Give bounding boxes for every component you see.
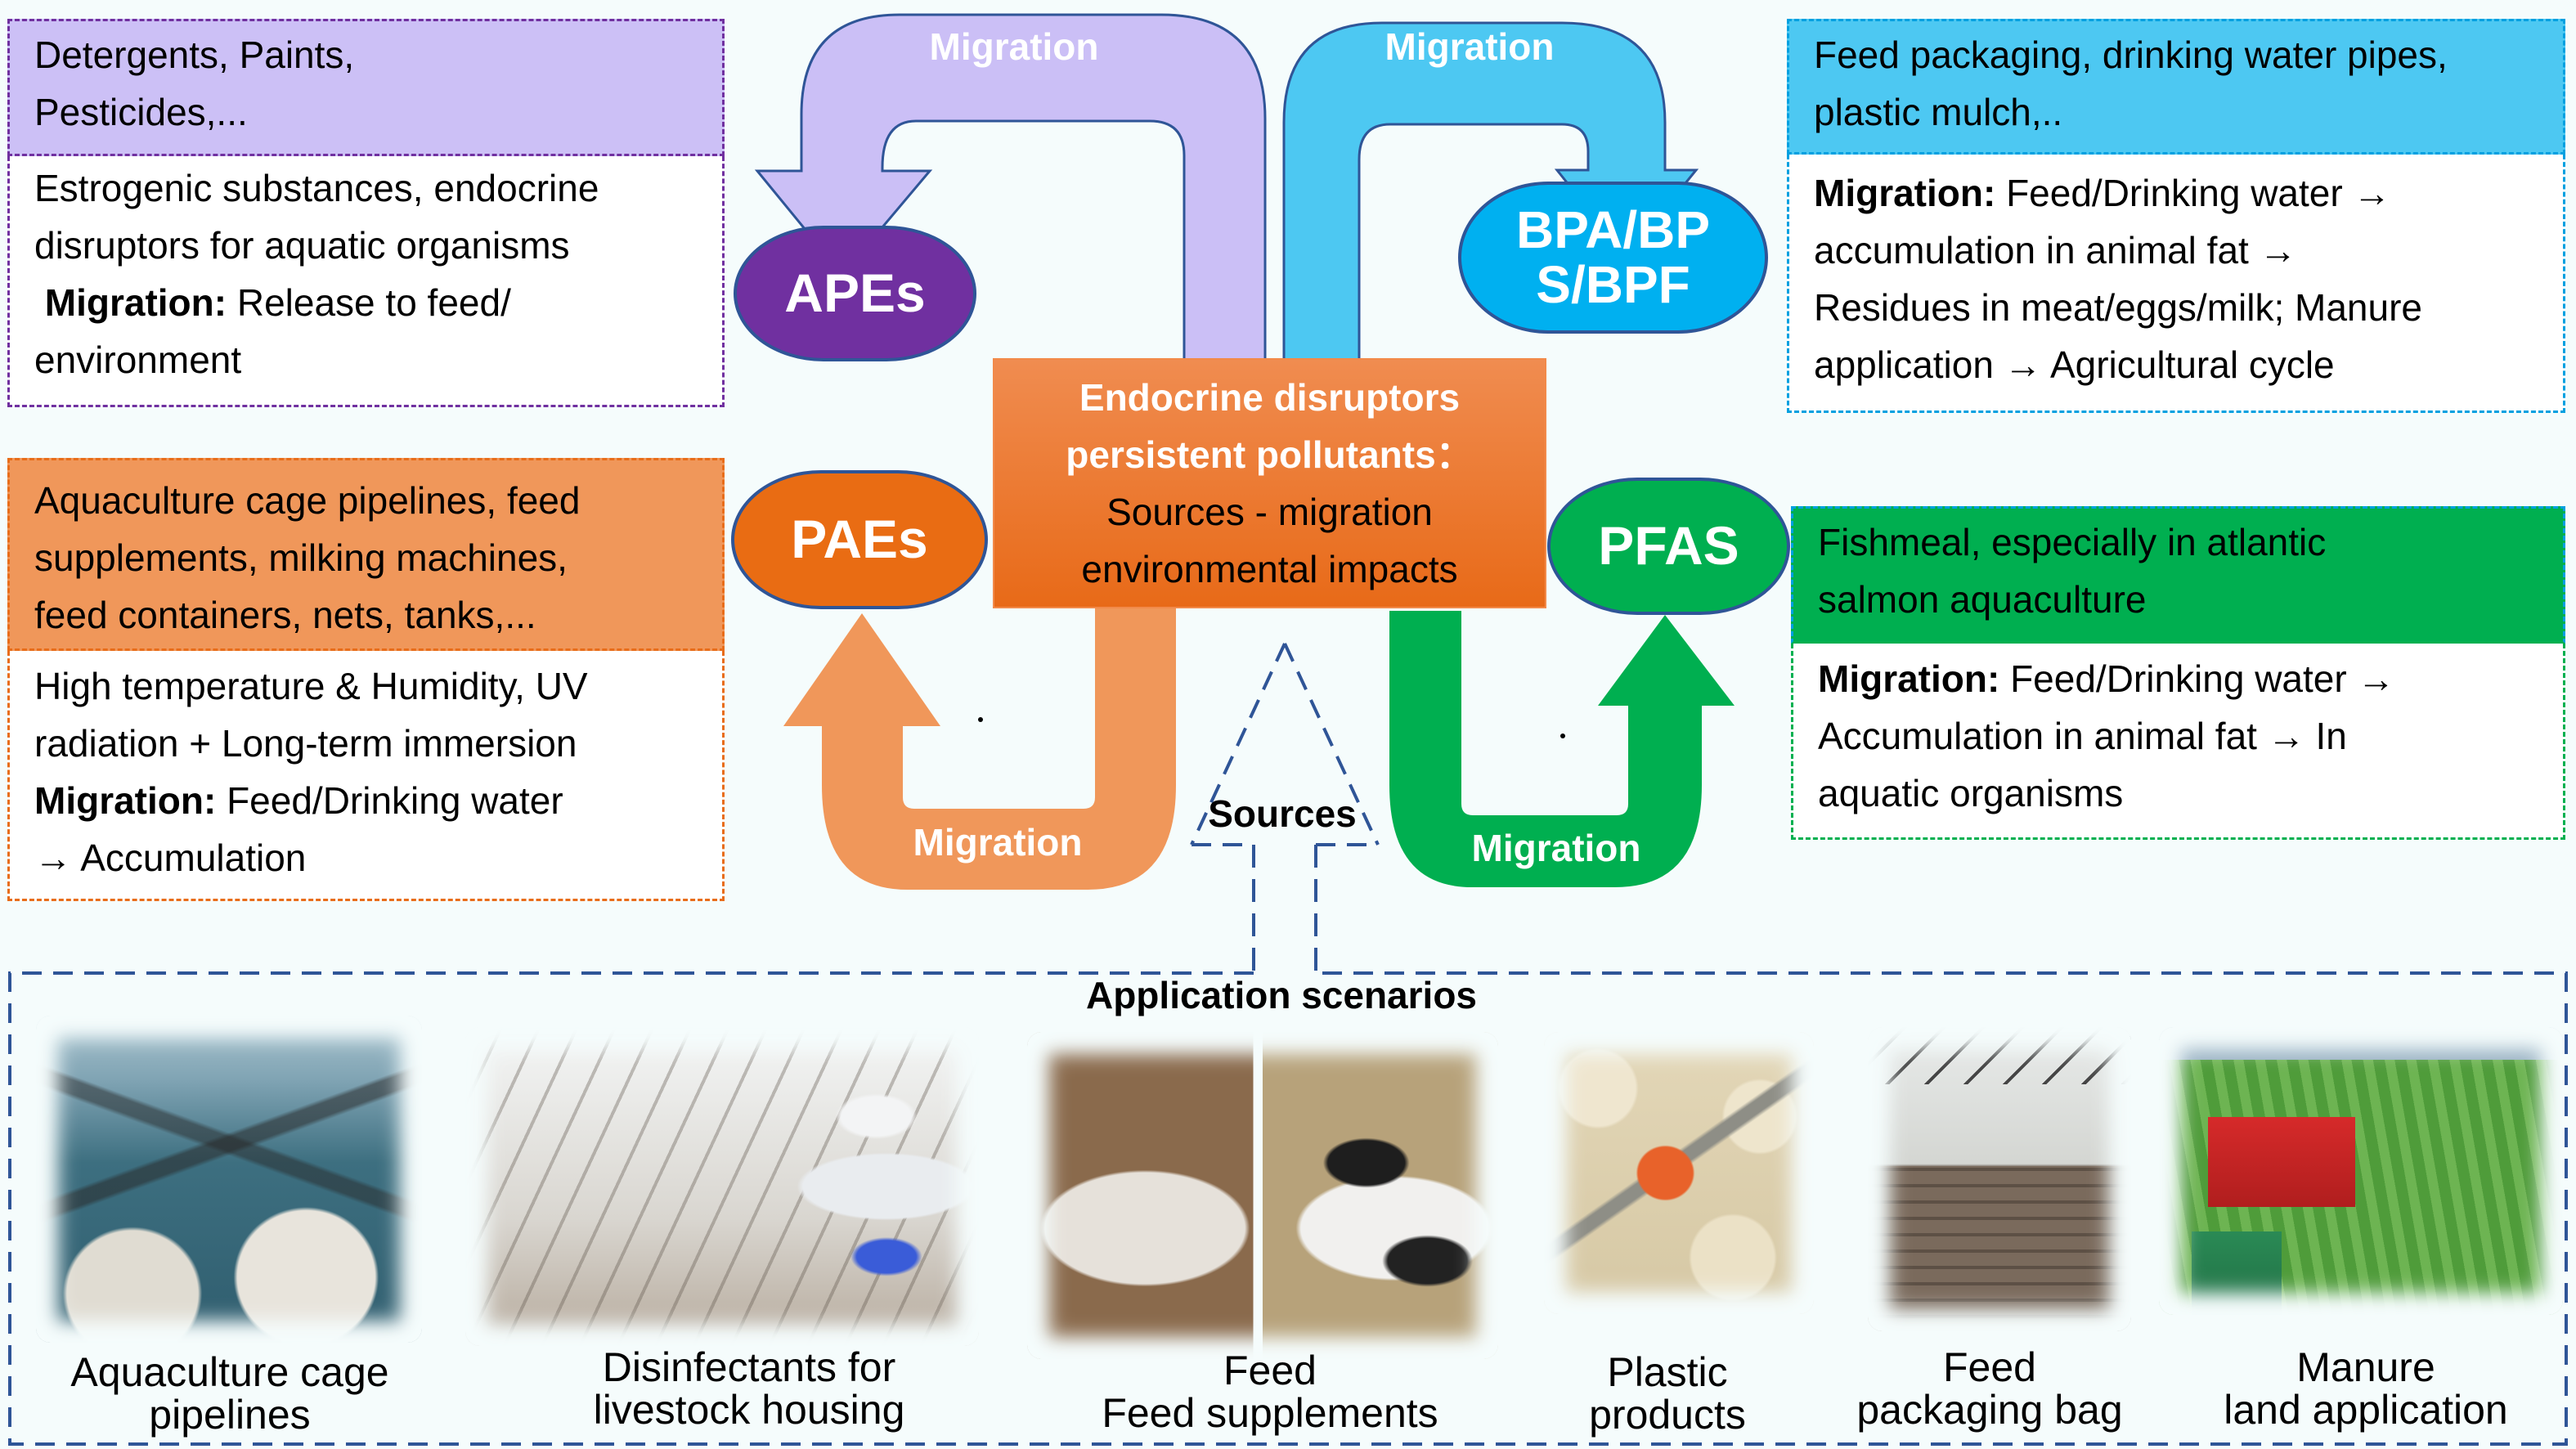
sources-connector-lines — [1252, 845, 1317, 973]
sources-triangle — [1190, 643, 1380, 846]
pfas-header-line: Fishmeal, especially in atlantic — [1818, 521, 2327, 563]
bpa-label-line: BPA/BP — [1515, 200, 1711, 259]
aquaculture-cage-photo — [36, 1016, 422, 1343]
apes-detail-line: environment — [34, 339, 242, 381]
bpa-detail-line: accumulation in animal fat → — [1814, 229, 2297, 271]
pfas-detail-line: Accumulation in animal fat → In — [1818, 715, 2347, 757]
migration-text: Feed/Drinking water → — [1999, 657, 2395, 700]
pfas-migration-arrow — [1389, 611, 1735, 887]
manure-spreader-photo — [2159, 1027, 2563, 1315]
sources-label: Sources — [1208, 792, 1357, 835]
apes-arrow-label: Migration — [929, 25, 1099, 68]
apes-detail-line: Migration: Release to feed/ — [34, 274, 722, 331]
pfas-pill: PFAS — [1547, 478, 1790, 615]
pfas-details: Migration: Feed/Drinking water → Accumul… — [1791, 644, 2565, 840]
apes-header-line: Detergents, Paints, — [34, 34, 355, 76]
center-title-line: Endocrine disruptors — [1079, 376, 1461, 419]
migration-label: Migration: — [1818, 657, 2000, 700]
migration-label: Migration: — [1814, 172, 1996, 214]
apes-detail-line: disruptors for aquatic organisms — [34, 224, 570, 267]
pfas-header-line: salmon aquaculture — [1818, 578, 2147, 621]
livestock-feeding-photo — [1027, 1032, 1498, 1359]
paes-detail-line: Migration: Feed/Drinking water — [34, 772, 722, 829]
pfas-arrow-label: Migration — [1471, 827, 1641, 869]
migration-label: Migration: — [44, 281, 227, 324]
bpa-migration-arrow — [1282, 21, 1699, 361]
paes-sources-header: Aquaculture cage pipelines, feed supplem… — [7, 458, 725, 651]
apes-pill: APEs — [734, 226, 976, 361]
pfas-sources-header: Fishmeal, especially in atlantic salmon … — [1791, 506, 2565, 644]
paes-migration-arrow — [783, 608, 1176, 890]
bpa-details: Migration: Feed/Drinking water → accumul… — [1787, 155, 2565, 413]
apes-detail-line: Estrogenic substances, endocrine — [34, 167, 599, 209]
disinfection-worker-photo — [465, 1027, 979, 1346]
center-subtitle-line: environmental impacts — [1081, 548, 1458, 590]
bpa-sources-header: Feed packaging, drinking water pipes, pl… — [1787, 19, 2565, 155]
bpa-header-line: plastic mulch,.. — [1814, 91, 2063, 133]
apes-header-line: Pesticides,... — [34, 91, 248, 133]
apes-sources-header: Detergents, Paints, Pesticides,... — [7, 19, 725, 156]
paes-detail-line: radiation + Long-term immersion — [34, 722, 577, 765]
migration-text: Feed/Drinking water — [216, 779, 563, 822]
bpa-pill: BPA/BP S/BPF — [1458, 182, 1768, 334]
paes-header-line: feed containers, nets, tanks,... — [34, 594, 536, 636]
apes-migration-arrow — [754, 13, 1267, 361]
pfas-detail-line: aquatic organisms — [1818, 772, 2124, 814]
central-topic-box: Endocrine disruptors persistent pollutan… — [993, 358, 1546, 608]
bpa-detail-line: Migration: Feed/Drinking water → — [1814, 164, 2563, 222]
migration-label: Migration: — [34, 779, 217, 822]
apes-details: Estrogenic substances, endocrine disrupt… — [7, 156, 725, 407]
bpa-arrow-label: Migration — [1384, 25, 1555, 68]
paes-pill: PAEs — [731, 470, 988, 609]
migration-text: Feed/Drinking water → — [1995, 172, 2391, 214]
paes-detail-line: → Accumulation — [34, 837, 307, 879]
migration-text: Release to feed/ — [227, 281, 511, 324]
pfas-detail-line: Migration: Feed/Drinking water → — [1818, 650, 2563, 707]
scenarios-container-border — [8, 971, 2568, 1446]
paes-detail-line: High temperature & Humidity, UV — [34, 665, 588, 707]
scenarios-title: Application scenarios — [1085, 974, 1478, 1016]
apes-label: APEs — [784, 262, 926, 324]
poultry-feeder-photo — [1544, 1032, 1814, 1314]
feed-bags-warehouse-photo — [1868, 1027, 2131, 1331]
center-subtitle-line: Sources - migration — [1106, 491, 1433, 533]
bpa-header-line: Feed packaging, drinking water pipes, — [1814, 34, 2448, 76]
paes-label: PAEs — [791, 509, 928, 570]
paes-details: High temperature & Humidity, UV radiatio… — [7, 651, 725, 901]
stray-dot — [978, 717, 983, 722]
bpa-detail-line: application → Agricultural cycle — [1814, 343, 2335, 386]
bpa-detail-line: Residues in meat/eggs/milk; Manure — [1814, 286, 2422, 329]
paes-header-line: Aquaculture cage pipelines, feed — [34, 479, 581, 522]
bpa-label-line: S/BPF — [1536, 255, 1690, 314]
center-title-line: persistent pollutants： — [1066, 433, 1474, 476]
stray-dot — [1560, 733, 1565, 738]
paes-arrow-label: Migration — [913, 821, 1083, 864]
pfas-label: PFAS — [1598, 515, 1739, 576]
paes-header-line: supplements, milking machines, — [34, 536, 568, 579]
